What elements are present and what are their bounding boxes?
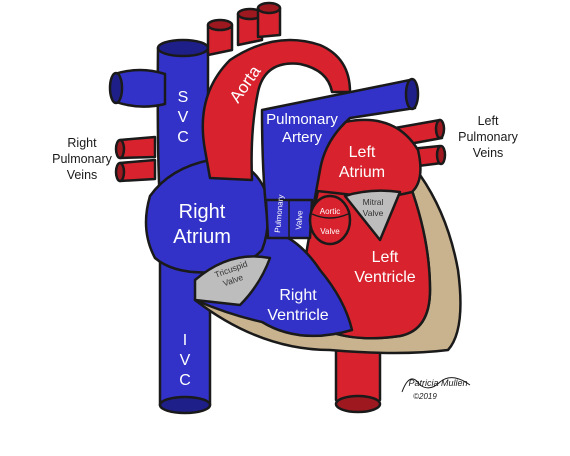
mitral-valve-shape [343, 189, 402, 242]
pulmonary-artery-label-1: Pulmonary [266, 111, 338, 128]
mitral-valve-label-1: Mitral [363, 197, 384, 207]
svc-label-s: S [178, 89, 189, 106]
pulmonary-valve-label-2: Valve [294, 209, 305, 230]
right-pulmonary-vein-upper [118, 135, 157, 160]
ivc-opening [158, 395, 212, 415]
right-pulmonary-vein-upper-end [114, 138, 126, 160]
right-pulmonary-vein-lower-end [114, 161, 126, 183]
svc-label-v: V [178, 109, 189, 126]
left-pulmonary-vein-lower-end [435, 144, 447, 166]
aortic-valve-label-2: Valve [320, 227, 340, 236]
ivc-label-c: C [179, 372, 191, 389]
right-pulmonary-veins-label-1: Right [67, 136, 97, 150]
aortic-branch-3-opening [256, 1, 282, 15]
aortic-branch-1-opening [206, 18, 234, 32]
heart-artwork [108, 1, 462, 415]
descending-aorta-opening [334, 394, 382, 414]
left-pulmonary-veins-label-1: Left [478, 114, 499, 128]
right-pulmonary-veins-label-2: Pulmonary [52, 152, 112, 166]
right-ventricle-label-2: Ventricle [267, 307, 328, 324]
left-ventricle-label-1: Left [372, 249, 399, 266]
svc-opening [156, 38, 210, 58]
brachiocephalic-opening [108, 71, 124, 105]
artist-signature: Patricia Mullen ©2019 [401, 377, 471, 401]
pulmonary-artery-label-2: Artery [282, 129, 323, 146]
left-pulmonary-veins-label-2: Pulmonary [458, 130, 518, 144]
aortic-valve-label-1: Aortic [320, 207, 340, 216]
brachiocephalic-vein [113, 68, 167, 108]
left-pulmonary-vein-upper-end [434, 118, 446, 140]
signature-flourish [401, 377, 471, 393]
mitral-valve-label-2: Valve [363, 208, 384, 218]
pulmonary-artery-opening [404, 77, 420, 111]
signature-name: Patricia Mullen [408, 378, 467, 388]
aortic-valve-shape [308, 194, 352, 246]
right-atrium-label-2: Atrium [173, 226, 231, 248]
left-pulmonary-veins-label-3: Veins [473, 146, 504, 160]
right-pulmonary-veins-label-3: Veins [67, 168, 98, 182]
labels: S V C I V C Aorta Pulmonary Artery Right… [52, 62, 518, 389]
pulmonary-valve-label-1: Pulmonary [273, 194, 285, 233]
ivc-label-i: I [183, 332, 187, 349]
aortic-valve-leaflets [311, 213, 349, 219]
left-atrium-label-1: Left [349, 144, 376, 161]
svc-label-c: C [177, 129, 189, 146]
right-atrium-label-1: Right [179, 201, 226, 223]
right-ventricle-label-1: Right [279, 287, 317, 304]
left-atrium-label-2: Atrium [339, 164, 385, 181]
ivc-label-v: V [180, 352, 191, 369]
signature-year: ©2019 [413, 392, 437, 401]
right-pulmonary-vein-lower [118, 158, 157, 183]
left-ventricle-label-2: Ventricle [354, 269, 415, 286]
tricuspid-valve-shape [193, 255, 272, 307]
